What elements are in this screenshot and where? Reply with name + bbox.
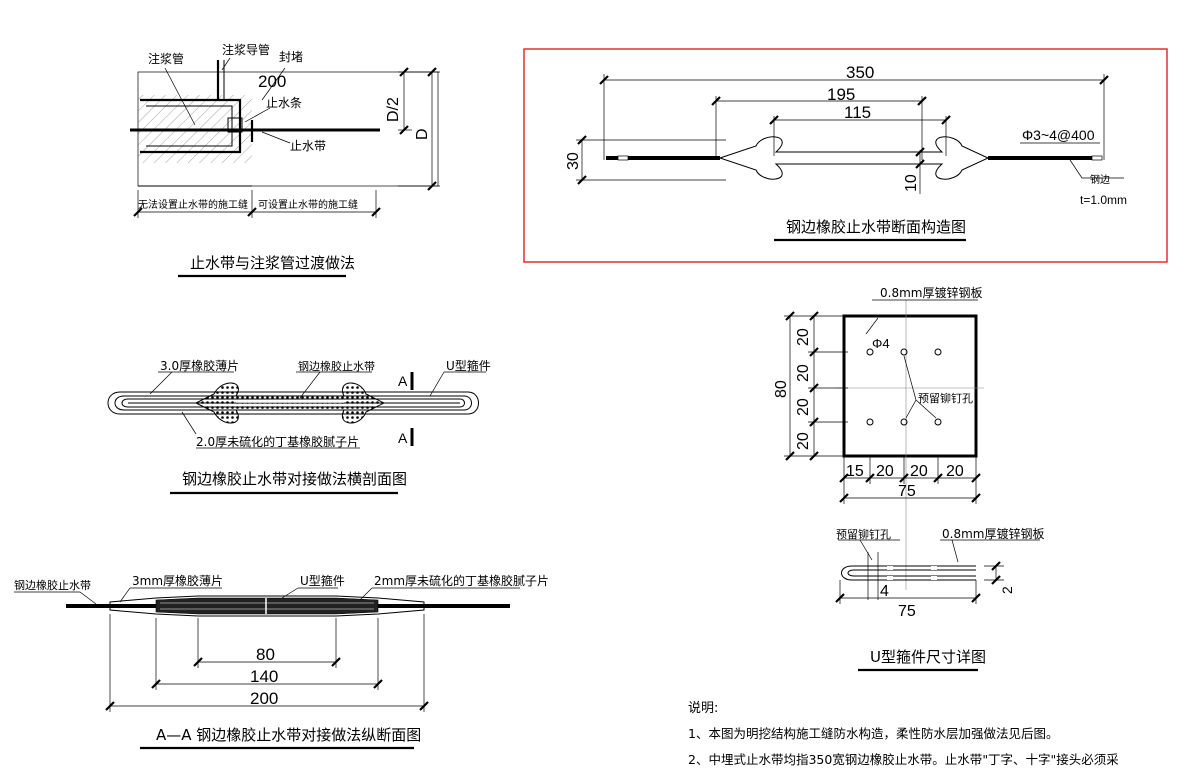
label-grout-pipe: 注浆管 bbox=[148, 51, 184, 66]
note-2: 2、中埋式止水带均指350宽钢边橡胶止水带。止水带"丁字、十字"接头必须采 bbox=[688, 752, 1119, 767]
dim-h20-3: 20 bbox=[946, 463, 964, 480]
dim-h20-1: 20 bbox=[876, 463, 894, 480]
label-seal: 封堵 bbox=[279, 50, 303, 64]
section-detail: 350 195 115 30 10 Φ3~4@400 钢边 t=1.0mm 钢边… bbox=[523, 48, 1168, 263]
label-rivet-hole-2: 预留铆钉孔 bbox=[836, 527, 891, 541]
clip-outer bbox=[107, 391, 479, 415]
dim-h15: 15 bbox=[846, 463, 864, 480]
label-steel-edge: 钢边 bbox=[1090, 173, 1110, 186]
dim-d: D bbox=[414, 128, 431, 140]
rubber-bulb-profile bbox=[718, 136, 990, 180]
dim-v20-4: 20 bbox=[795, 432, 812, 450]
label-waterstop-joint: 可设置止水带的施工缝 bbox=[258, 198, 358, 211]
dim-195: 195 bbox=[827, 85, 855, 104]
title-clip-detail: U型箍件尺寸详图 bbox=[870, 648, 986, 666]
label-grout-guide: 注浆导管 bbox=[222, 42, 270, 57]
dim-h20-2: 20 bbox=[910, 463, 928, 480]
label-thickness: t=1.0mm bbox=[1080, 193, 1127, 207]
dim-d4: 4 bbox=[880, 583, 889, 600]
label-steel-rubber-waterstop: 钢边橡胶止水带 bbox=[298, 359, 375, 373]
label-rivet-hole: 预留铆钉孔 bbox=[918, 391, 973, 405]
title-longitudinal: A—A 钢边橡胶止水带对接做法纵断面图 bbox=[156, 726, 421, 744]
dim-350: 350 bbox=[846, 63, 874, 82]
dim-80-long: 80 bbox=[256, 645, 275, 664]
label-steel-rubber-long: 钢边橡胶止水带 bbox=[14, 578, 91, 592]
hole bbox=[866, 418, 874, 426]
dim-140-long: 140 bbox=[250, 667, 278, 686]
note-1: 1、本图为明挖结构施工缝防水构造，柔性防水层加强做法见后图。 bbox=[688, 726, 1058, 741]
dim-200-long: 200 bbox=[250, 689, 278, 708]
title-section-detail: 钢边橡胶止水带断面构造图 bbox=[786, 218, 966, 236]
water-strip-block bbox=[227, 117, 243, 133]
dim-200-top: 200 bbox=[258, 72, 286, 91]
highlight-frame bbox=[523, 48, 1168, 263]
label-u-clip: U型箍件 bbox=[446, 358, 491, 373]
notes: 说明: 1、本图为明挖结构施工缝防水构造，柔性防水层加强做法见后图。 2、中埋式… bbox=[688, 701, 1119, 767]
dim-v80: 80 bbox=[773, 380, 790, 398]
longitudinal-section: 钢边橡胶止水带 3mm厚橡胶薄片 U型箍件 2mm厚未硫化的丁基橡胶腻子片 80… bbox=[14, 573, 549, 750]
dim-v20-3: 20 bbox=[795, 398, 812, 416]
clip-profile bbox=[109, 595, 425, 617]
dim-d-half: D/2 bbox=[385, 97, 402, 122]
dim-115: 115 bbox=[844, 103, 871, 122]
title-cross-section: 钢边橡胶止水带对接做法横剖面图 bbox=[182, 470, 407, 488]
title-transition: 止水带与注浆管过渡做法 bbox=[190, 254, 355, 272]
grout-pipe-shape bbox=[140, 98, 242, 154]
dim-d2: 2 bbox=[999, 586, 1015, 594]
hole bbox=[934, 348, 942, 356]
hole bbox=[900, 348, 908, 356]
label-rubber-sheet: 3.0厚橡胶薄片 bbox=[160, 358, 239, 373]
dim-h75: 75 bbox=[898, 483, 916, 500]
label-hole: Φ4 bbox=[872, 336, 890, 351]
label-rubber-sheet-long: 3mm厚橡胶薄片 bbox=[132, 573, 223, 588]
dim-v20-1: 20 bbox=[795, 328, 812, 346]
label-plate-2: 0.8mm厚镀锌钢板 bbox=[942, 527, 1044, 541]
hole bbox=[934, 418, 942, 426]
clip-detail: 0.8mm厚镀锌钢板 Φ4 预留铆钉孔 20 20 20 20 80 15 20… bbox=[773, 286, 1044, 672]
section-mark-a-bottom: A bbox=[398, 430, 408, 446]
transition-detail: 注浆管 注浆导管 封堵 200 止水条 止水带 D/2 D 无法设置止水带的施工… bbox=[130, 42, 440, 278]
notes-heading: 说明: bbox=[688, 701, 718, 716]
waterstop-bulbs bbox=[194, 382, 386, 424]
label-waterstop: 止水带 bbox=[290, 139, 326, 153]
label-plate: 0.8mm厚镀锌钢板 bbox=[880, 286, 982, 300]
dim-v20-2: 20 bbox=[795, 364, 812, 382]
hole bbox=[866, 348, 874, 356]
label-butyl-sheet: 2.0厚未硫化的丁基橡胶腻子片 bbox=[196, 434, 359, 449]
label-rebar: Φ3~4@400 bbox=[1022, 127, 1095, 143]
steel-plate bbox=[842, 314, 978, 458]
label-butyl-long: 2mm厚未硫化的丁基橡胶腻子片 bbox=[374, 573, 549, 588]
u-clip-profile bbox=[841, 565, 976, 581]
dim-30: 30 bbox=[565, 152, 582, 170]
label-u-clip-long: U型箍件 bbox=[300, 573, 345, 588]
dim-10: 10 bbox=[903, 174, 920, 192]
hole bbox=[900, 418, 908, 426]
dim-h75-b: 75 bbox=[898, 603, 916, 620]
section-mark-a-top: A bbox=[398, 373, 408, 389]
label-no-waterstop-joint: 无法设置止水带的施工缝 bbox=[138, 198, 248, 211]
label-water-strip: 止水条 bbox=[266, 96, 302, 110]
cross-section: 3.0厚橡胶薄片 钢边橡胶止水带 U型箍件 2.0厚未硫化的丁基橡胶腻子片 A … bbox=[107, 358, 491, 495]
